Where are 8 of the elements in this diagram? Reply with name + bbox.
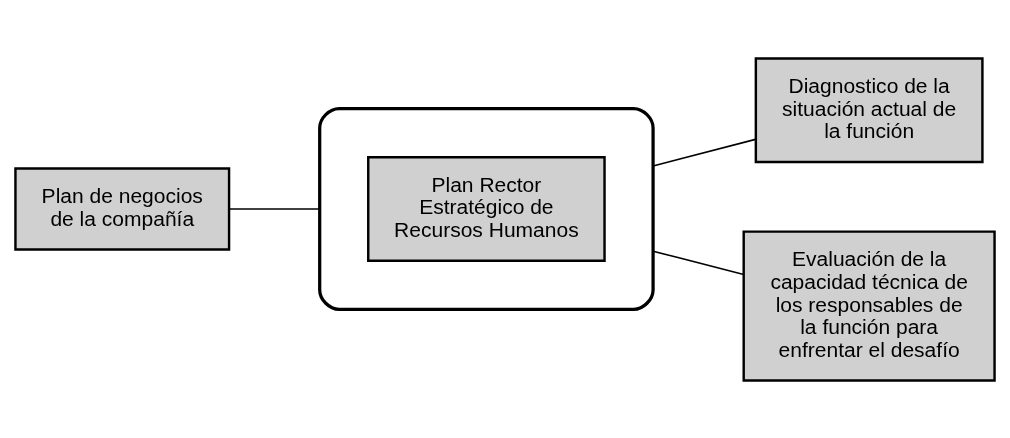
connector [652, 249, 745, 275]
node-box: Evaluación de la capacidad técnica de los responsables de la función para enfrentar el desafío [742, 229, 996, 382]
node-box: Plan Rector Estratégico de Recursos Humanos [367, 155, 606, 262]
cluster [318, 106, 655, 311]
connector [228, 207, 321, 210]
connector [652, 138, 757, 167]
node-box: Diagnostico de la situación actual de la función [754, 56, 984, 163]
node-box: Plan de negocios de la compañía [14, 166, 231, 251]
